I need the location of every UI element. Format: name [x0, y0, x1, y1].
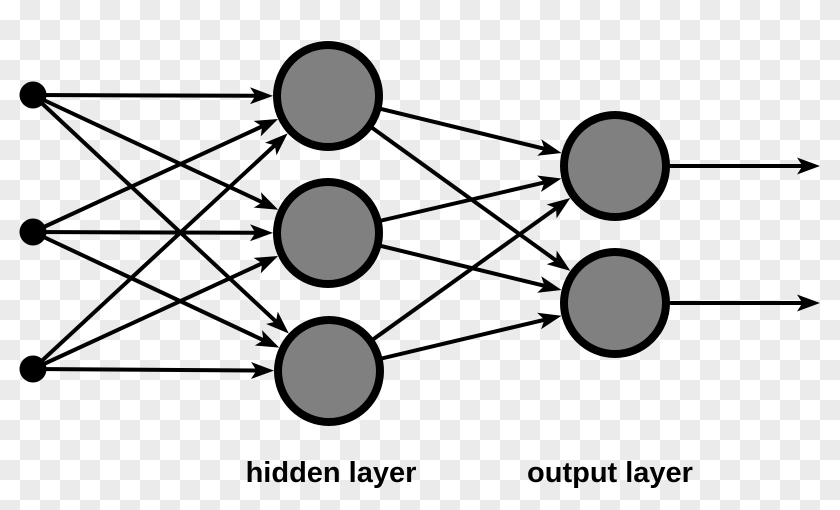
edge-line: [31, 93, 278, 324]
edge-arrowhead: [546, 250, 571, 271]
edge-line: [32, 230, 256, 235]
edge-arrowhead: [253, 256, 279, 274]
edge-arrowhead: [254, 330, 280, 348]
edge-line: [32, 124, 263, 234]
edge-line: [32, 230, 265, 342]
edge-arrowhead: [253, 192, 279, 210]
edge-arrowhead: [249, 224, 274, 242]
edge-arrowhead: [266, 311, 289, 334]
output-node: [560, 248, 670, 358]
edge-line: [32, 367, 257, 373]
hidden-layer-label: hidden layer: [245, 457, 417, 489]
input-node: [19, 81, 47, 109]
edge-arrowhead: [537, 312, 562, 330]
edge-arrowhead: [797, 157, 820, 175]
hidden-node: [273, 178, 383, 288]
edge-line: [32, 93, 256, 98]
edge-arrowhead: [253, 119, 279, 137]
edge-arrowhead: [249, 87, 274, 105]
edge-line: [369, 125, 558, 263]
edge-arrowhead: [537, 175, 562, 193]
input-node: [19, 355, 47, 383]
edge-arrowhead: [537, 139, 562, 156]
output-layer-label: output layer: [527, 457, 693, 489]
edge-line: [32, 93, 264, 205]
edge-line: [31, 143, 277, 371]
edge-line: [32, 261, 263, 371]
edge-line: [379, 243, 546, 288]
edge-arrowhead: [797, 294, 820, 312]
edge-arrowhead: [537, 276, 562, 293]
hidden-node: [274, 316, 384, 426]
edge-arrowhead: [546, 198, 571, 219]
edge-line: [380, 317, 545, 361]
input-node: [19, 218, 47, 246]
hidden-node: [273, 41, 383, 151]
edge-line: [379, 106, 546, 151]
output-node: [560, 111, 670, 221]
edge-line: [370, 206, 558, 342]
edge-arrowhead: [264, 133, 288, 156]
edge-arrowhead: [250, 361, 275, 379]
edge-line: [379, 180, 545, 223]
